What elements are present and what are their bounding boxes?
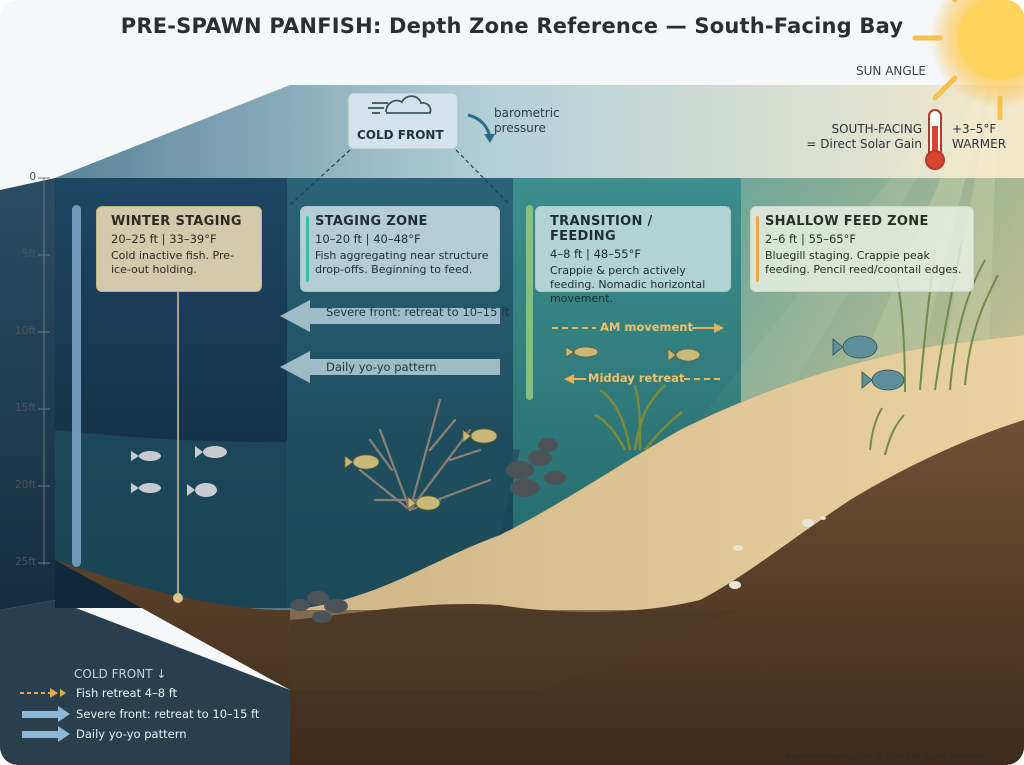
- cloud-icon: [366, 94, 434, 118]
- watermark: masterfishingmag.com © 2026 | All Rights…: [786, 752, 984, 761]
- depth-tick: 20ft: [15, 479, 36, 491]
- zone-title: TRANSITION / FEEDING: [550, 214, 653, 244]
- am-movement-label: AM movement: [600, 320, 693, 334]
- legend-item-yoyo: Daily yo-yo pattern: [76, 727, 187, 741]
- depth-tick: 15ft: [15, 402, 36, 414]
- zone-range: 10–20 ft | 40–48°F: [315, 232, 421, 246]
- zone-title: SHALLOW FEED ZONE: [765, 214, 929, 229]
- zone-card-winter-staging: WINTER STAGING 20–25 ft | 33–39°F Cold i…: [96, 206, 262, 292]
- zone-range: 20–25 ft | 33–39°F: [111, 232, 217, 246]
- legend-heading: COLD FRONT ↓: [74, 667, 167, 681]
- zone-card-shallow-feed: SHALLOW FEED ZONE 2–6 ft | 55–65°F Blueg…: [750, 206, 974, 292]
- zone-card-transition-feeding: TRANSITION / FEEDING 4–8 ft | 48–55°F Cr…: [535, 206, 731, 305]
- zone-range: 2–6 ft | 55–65°F: [765, 232, 856, 246]
- south-facing-label: SOUTH-FACING: [831, 122, 922, 136]
- diagram-title: PRE-SPAWN PANFISH: Depth Zone Reference …: [120, 14, 904, 38]
- depth-tick: 0: [29, 171, 36, 183]
- zone-description: Bluegill staging. Crappie peak feeding. …: [765, 249, 962, 276]
- severe-front-arrow-label: Severe front: retreat to 10–15 ft: [326, 305, 510, 319]
- zone-accent-bar: [306, 216, 309, 282]
- depth-tick: 10ft: [15, 325, 36, 337]
- zone-card-staging-zone: STAGING ZONE 10–20 ft | 40–48°F Fish agg…: [300, 206, 500, 292]
- sun-icon: [958, 0, 1024, 80]
- midday-retreat-label: Midday retreat: [588, 371, 685, 385]
- depth-tick: 5ft: [21, 248, 36, 260]
- yoyo-arrow-label: Daily yo-yo pattern: [326, 360, 437, 374]
- thermometer-icon: [926, 108, 946, 172]
- zone-description: Fish aggregating near structure drop-off…: [315, 249, 489, 276]
- barometric-pressure-label: barometric pressure: [494, 106, 560, 135]
- zone-description: Cold inactive fish. Pre-ice-out holding.: [111, 249, 234, 276]
- depth-tick: 25ft: [15, 556, 36, 568]
- zone-description: Crappie & perch actively feeding. Nomadi…: [550, 264, 706, 305]
- zone-range: 4–8 ft | 48–55°F: [550, 247, 641, 261]
- zone-title: STAGING ZONE: [315, 214, 428, 229]
- thermometer-shape: [925, 109, 945, 170]
- warmer-label: WARMER: [952, 137, 1007, 151]
- sun-angle-label: SUN ANGLE: [856, 64, 926, 78]
- zone-accent-bar: [756, 216, 759, 282]
- legend-item-fish-retreat: Fish retreat 4–8 ft: [76, 686, 178, 700]
- zone-title: WINTER STAGING: [111, 214, 242, 229]
- cold-front-label: COLD FRONT: [357, 128, 444, 142]
- solar-gain-label: = Direct Solar Gain: [806, 137, 922, 151]
- temp-delta-label: +3–5°F: [952, 122, 997, 136]
- legend-item-severe-front: Severe front: retreat to 10–15 ft: [76, 707, 260, 721]
